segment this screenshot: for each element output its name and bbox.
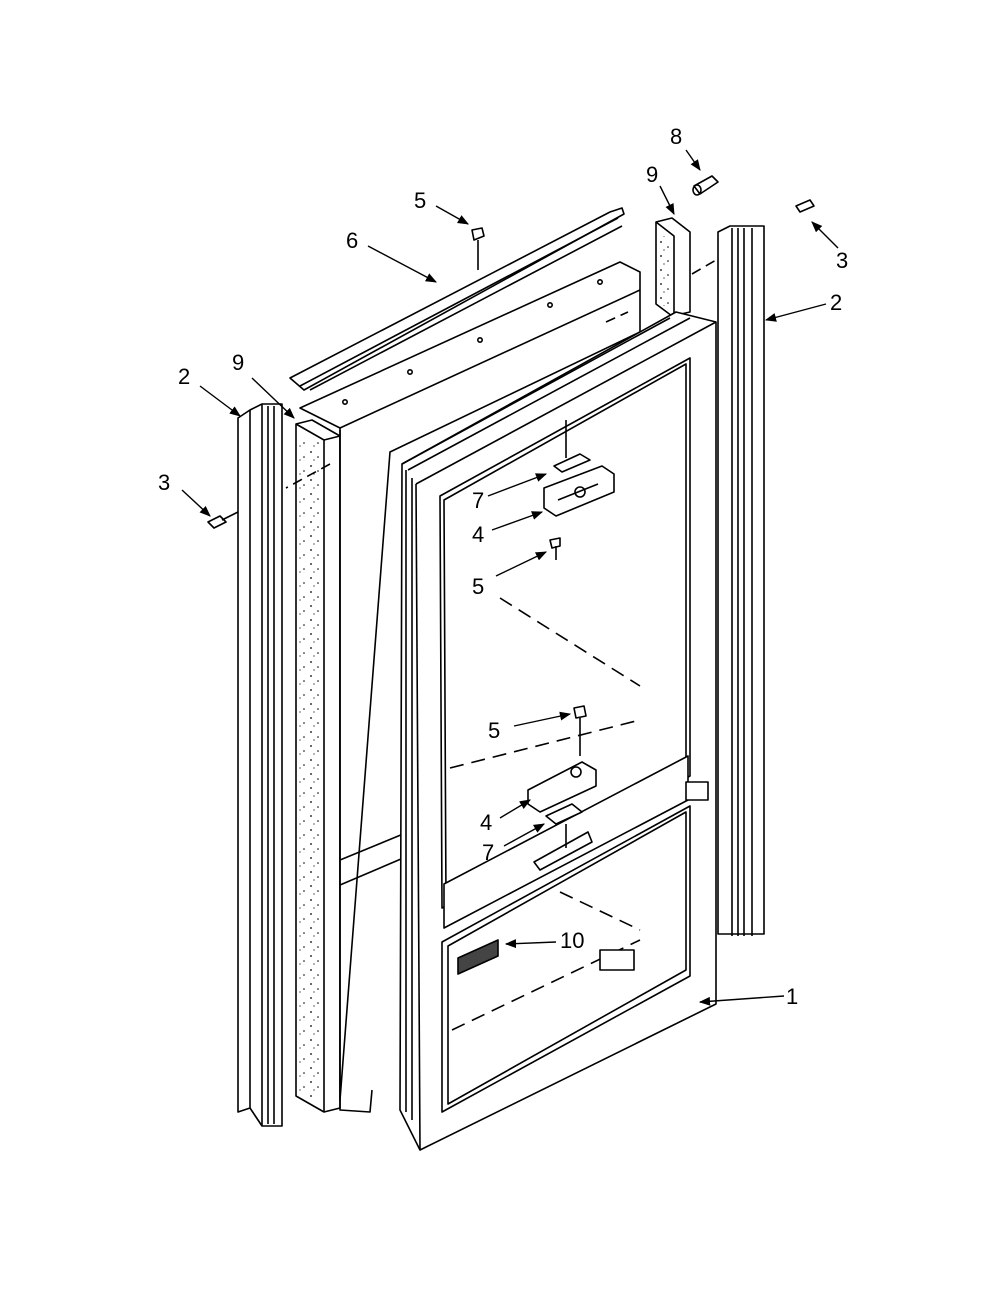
callout-10: 10 xyxy=(560,928,584,953)
callout-5-upper: 5 xyxy=(472,574,484,599)
leader-3b xyxy=(811,221,839,249)
callout-2-left: 2 xyxy=(178,364,190,389)
left-foam-strip xyxy=(295,419,341,1113)
screw-upper-hinge xyxy=(549,537,561,560)
right-door-trim-strip xyxy=(717,225,765,936)
leader-4a xyxy=(491,511,544,531)
leader-7a xyxy=(487,473,548,497)
callout-1: 1 xyxy=(786,984,798,1009)
door-back-panel xyxy=(289,207,641,1113)
callout-9-right: 9 xyxy=(646,162,658,187)
callout-3-left: 3 xyxy=(158,470,170,495)
callout-2-right: 2 xyxy=(830,290,842,315)
leader-2b xyxy=(764,303,827,322)
callout-6: 6 xyxy=(346,228,358,253)
leader-5c xyxy=(513,711,572,727)
leader-9b xyxy=(659,185,675,216)
door-assembly xyxy=(399,311,717,1151)
leader-5a xyxy=(435,205,469,225)
leader-3a xyxy=(181,489,211,517)
left-door-trim-strip xyxy=(237,403,283,1127)
screw-left xyxy=(207,511,239,529)
callout-7-upper: 7 xyxy=(472,488,484,513)
leader-2a xyxy=(199,385,241,417)
callout-5-top: 5 xyxy=(414,188,426,213)
leader-5b xyxy=(495,551,548,577)
screw-top xyxy=(471,227,485,270)
screw-lower-hinge xyxy=(573,705,587,756)
upper-hinge-bracket xyxy=(543,420,615,517)
right-foam-block xyxy=(655,217,691,317)
leader-8 xyxy=(685,149,701,171)
callout-3-right: 3 xyxy=(836,248,848,273)
leader-4b xyxy=(499,799,531,819)
callout-4-lower: 4 xyxy=(480,810,492,835)
hinge-pin xyxy=(692,175,719,196)
callout-7-lower: 7 xyxy=(482,840,494,865)
leader-9a xyxy=(251,377,295,419)
leader-6 xyxy=(367,245,437,283)
callout-5-lower: 5 xyxy=(488,718,500,743)
callout-4-upper: 4 xyxy=(472,522,484,547)
screw-right xyxy=(795,199,815,213)
callout-8: 8 xyxy=(670,124,682,149)
leader-1 xyxy=(698,995,785,1006)
leader-7b xyxy=(503,823,545,847)
rating-label xyxy=(457,939,499,975)
leader-10 xyxy=(504,939,557,949)
callout-9-left: 9 xyxy=(232,350,244,375)
